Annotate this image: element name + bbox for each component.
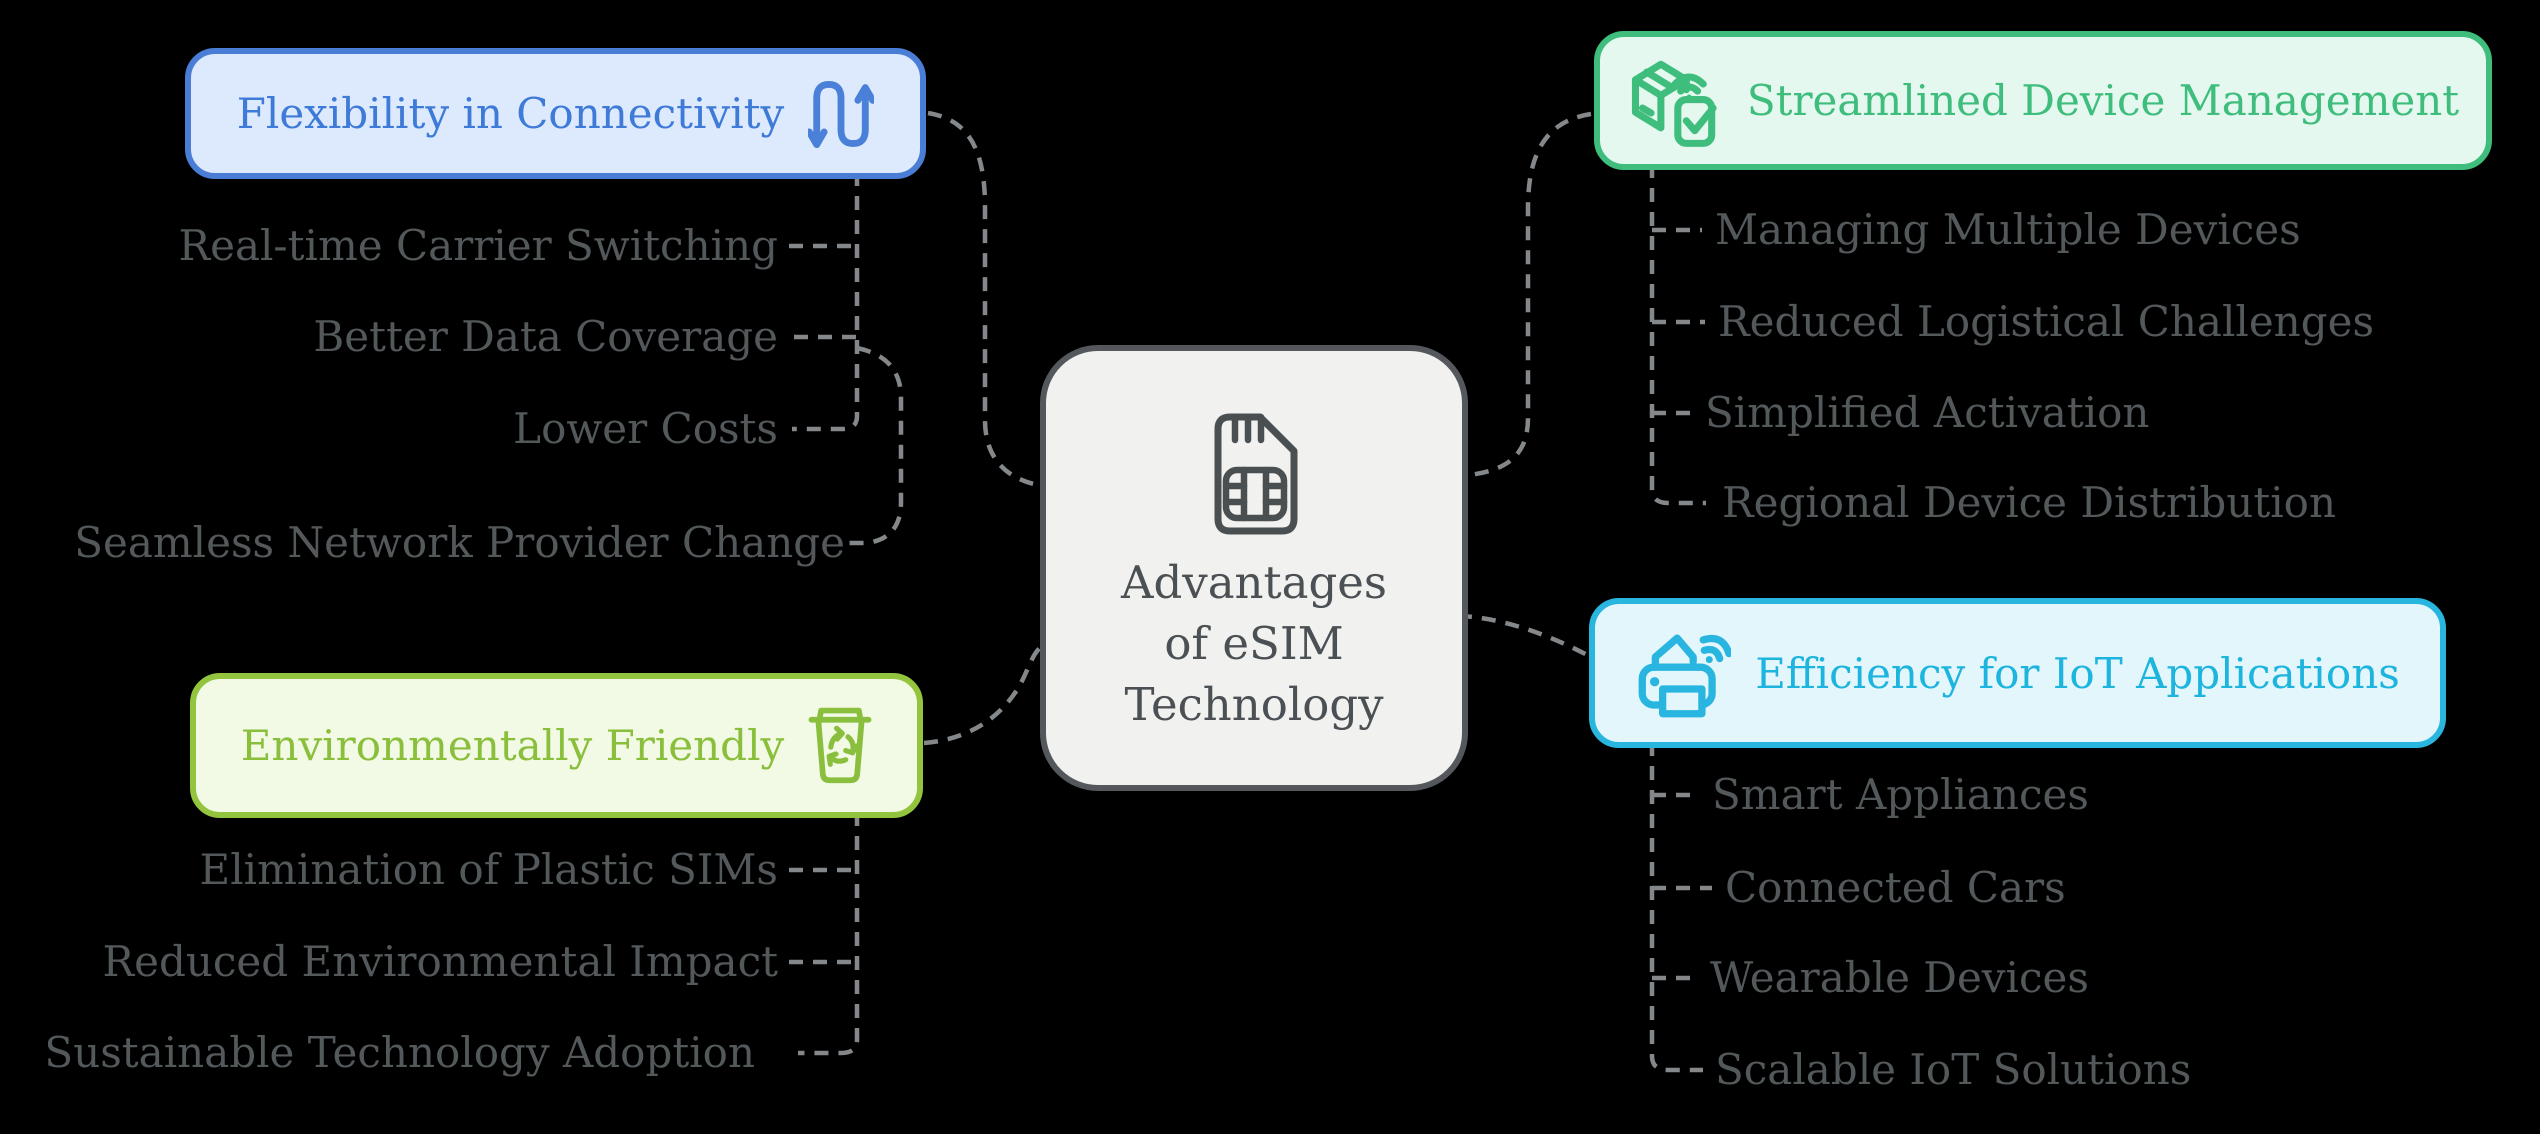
child-label-seamless-network-provider-change: Seamless Network Provider Change bbox=[74, 518, 845, 567]
child-label-sustainable-technology-adoption: Sustainable Technology Adoption bbox=[44, 1028, 755, 1077]
branch-node-environment: Environmentally Friendly bbox=[190, 673, 923, 818]
wire-iot-trunk bbox=[1649, 742, 1703, 1073]
wireless-printer-icon bbox=[1635, 625, 1732, 721]
child-label-regional-device-distribution: Regional Device Distribution bbox=[1722, 478, 2337, 527]
wire-streamlined-trunk bbox=[1649, 164, 1706, 506]
wire-iot-to-center bbox=[1457, 613, 1593, 659]
branch-label-flexibility: Flexibility in Connectivity bbox=[236, 89, 785, 138]
child-label-wearable-devices: Wearable Devices bbox=[1710, 953, 2089, 1002]
wire-stub-seamless bbox=[846, 345, 904, 546]
branch-node-streamlined: Streamlined Device Management bbox=[1594, 31, 2492, 170]
recycle-bin-icon bbox=[808, 706, 872, 786]
child-label-scalable-iot-solutions: Scalable IoT Solutions bbox=[1715, 1045, 2192, 1094]
child-label-managing-multiple-devices: Managing Multiple Devices bbox=[1715, 205, 2301, 254]
branch-node-flexibility: Flexibility in Connectivity bbox=[185, 48, 926, 179]
wire-flexibility-trunk bbox=[792, 172, 860, 432]
package-device-check-icon bbox=[1627, 53, 1723, 149]
child-label-reduced-environmental-impact: Reduced Environmental Impact bbox=[102, 937, 779, 986]
child-label-simplified-activation: Simplified Activation bbox=[1705, 388, 2150, 437]
center-title-line-3: Technology bbox=[1124, 677, 1384, 731]
branch-label-iot: Efficiency for IoT Applications bbox=[1755, 648, 2400, 698]
sim-card-icon bbox=[1209, 412, 1299, 536]
center-title-line-1: Advantages bbox=[1121, 555, 1387, 609]
branch-label-environment: Environmentally Friendly bbox=[240, 721, 785, 770]
child-label-lower-costs: Lower Costs bbox=[513, 404, 778, 453]
wire-environment-to-center bbox=[923, 638, 1059, 746]
wire-flexibility-to-center bbox=[927, 110, 1053, 490]
center-node: Advantages of eSIM Technology bbox=[1040, 345, 1468, 791]
center-title-line-2: of eSIM bbox=[1164, 616, 1344, 670]
child-label-smart-appliances: Smart Appliances bbox=[1712, 770, 2089, 819]
wire-environment-trunk bbox=[798, 812, 860, 1056]
wire-streamlined-to-center bbox=[1457, 111, 1592, 479]
child-label-connected-cars: Connected Cars bbox=[1725, 863, 2066, 912]
child-label-better-data-coverage: Better Data Coverage bbox=[313, 312, 778, 361]
swap-arrows-icon bbox=[808, 76, 875, 152]
branch-node-iot: Efficiency for IoT Applications bbox=[1589, 598, 2446, 748]
branch-label-streamlined: Streamlined Device Management bbox=[1746, 76, 2460, 125]
child-label-realtime-carrier-switching: Real-time Carrier Switching bbox=[178, 221, 778, 270]
child-label-reduced-logistical-challenges: Reduced Logistical Challenges bbox=[1718, 297, 2375, 346]
child-label-elimination-of-plastic-sims: Elimination of Plastic SIMs bbox=[199, 845, 778, 894]
